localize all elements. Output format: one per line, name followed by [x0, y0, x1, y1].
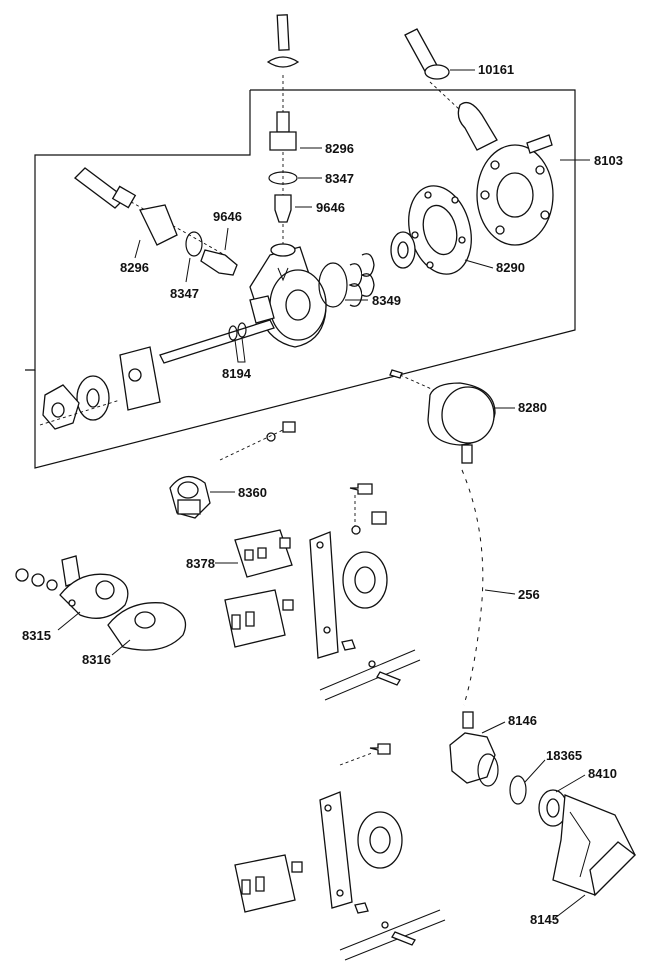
- label-8360: 8360: [238, 485, 267, 500]
- label-8146: 8146: [508, 713, 537, 728]
- thermostat-8360: [169, 476, 211, 519]
- label-18365: 18365: [546, 748, 582, 763]
- fitting-8146: [449, 711, 499, 787]
- drain-hose-top: [404, 28, 461, 111]
- bracket-lower: [319, 791, 353, 909]
- o-ring-8347-left: [185, 231, 203, 257]
- label-8347-top: 8347: [325, 171, 354, 186]
- label-10161: 10161: [478, 62, 514, 77]
- label-8378: 8378: [186, 556, 215, 571]
- valve-9646-top: [274, 194, 292, 223]
- valve-9646-left: [200, 249, 238, 276]
- leader-lines: [57, 69, 590, 919]
- gasket-8290: [408, 185, 472, 275]
- label-8316: 8316: [82, 652, 111, 667]
- o-ring-18365: [509, 775, 527, 805]
- hose-256: [459, 468, 486, 706]
- label-256: 256: [518, 587, 540, 602]
- drain-valve-8315: [15, 555, 129, 619]
- rail-and-screw-2: [339, 902, 446, 961]
- seal-ring-8349: [318, 262, 348, 308]
- label-9646-left: 9646: [213, 209, 242, 224]
- label-8194: 8194: [222, 366, 252, 381]
- rail-and-screw-1: [319, 639, 421, 701]
- label-8280: 8280: [518, 400, 547, 415]
- label-8103: 8103: [594, 153, 623, 168]
- label-8347-left: 8347: [170, 286, 199, 301]
- left-hose-fitting: [74, 167, 178, 246]
- screw-lower: [339, 743, 391, 766]
- bracket-upper: [309, 483, 387, 659]
- label-8296-left: 8296: [120, 260, 149, 275]
- impeller-spring: [348, 231, 416, 307]
- label-9646-top: 9646: [316, 200, 345, 215]
- shaft-assembly: [39, 319, 275, 430]
- label-8296-top: 8296: [325, 141, 354, 156]
- pressure-switch-8280: [389, 369, 496, 464]
- label-8145: 8145: [530, 912, 559, 927]
- label-8410: 8410: [588, 766, 617, 781]
- assembly-frame: [25, 90, 251, 371]
- assembly-frame-lower: [34, 89, 576, 469]
- screw-and-nut-top: [219, 421, 296, 461]
- switch-lower-2: [234, 854, 303, 913]
- fitting-8296-top: [269, 111, 297, 151]
- gasket-8316: [107, 602, 187, 651]
- label-8349: 8349: [372, 293, 401, 308]
- knob-lower: [357, 811, 403, 869]
- label-8315: 8315: [22, 628, 51, 643]
- pump-cover-8103: [457, 101, 554, 246]
- label-8290: 8290: [496, 260, 525, 275]
- housing-8145: [552, 794, 636, 897]
- o-ring-8347-top: [268, 171, 298, 185]
- switch-8378: [234, 529, 293, 578]
- inlet-hose-top: [266, 14, 300, 110]
- switch-lower-1: [224, 589, 294, 648]
- knob-upper: [342, 551, 388, 609]
